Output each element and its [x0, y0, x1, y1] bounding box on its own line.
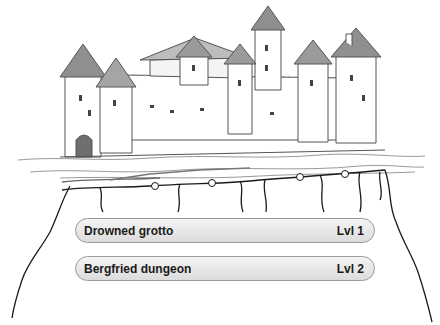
hole	[342, 171, 349, 178]
crack	[100, 188, 103, 212]
water-line	[60, 172, 415, 178]
crack	[380, 172, 382, 200]
level-band: Drowned grotto Lvl 1	[75, 218, 375, 243]
tower	[336, 55, 376, 143]
level-band: Bergfried dungeon Lvl 2	[75, 256, 375, 281]
rock-foundation	[12, 168, 432, 322]
tower	[298, 62, 328, 142]
castle	[60, 6, 385, 157]
path-line	[110, 168, 250, 180]
crack	[178, 184, 180, 212]
hole	[152, 183, 159, 190]
crack	[240, 181, 243, 212]
tower	[228, 62, 252, 134]
holes	[152, 171, 349, 190]
castle-base	[60, 150, 385, 157]
roof	[96, 58, 136, 87]
level-name: Drowned grotto	[84, 224, 173, 238]
gate	[76, 135, 92, 157]
keep	[255, 28, 281, 90]
hole	[209, 180, 216, 187]
level-name: Bergfried dungeon	[84, 262, 191, 276]
level-number: Lvl 2	[337, 262, 364, 276]
ground	[18, 154, 425, 178]
tower	[100, 85, 132, 153]
level-number: Lvl 1	[337, 224, 364, 238]
hole	[297, 174, 304, 181]
crack	[264, 180, 266, 212]
roof	[176, 36, 212, 57]
crack	[320, 175, 324, 212]
windows	[79, 45, 365, 116]
crack	[359, 172, 361, 212]
roof	[251, 6, 285, 30]
roof	[294, 40, 332, 64]
cliff-line	[385, 170, 432, 322]
roof	[60, 44, 106, 77]
roof	[331, 28, 381, 57]
tower	[180, 55, 208, 85]
roof	[224, 44, 256, 64]
cliff-line	[12, 186, 70, 318]
chimney	[346, 34, 352, 46]
